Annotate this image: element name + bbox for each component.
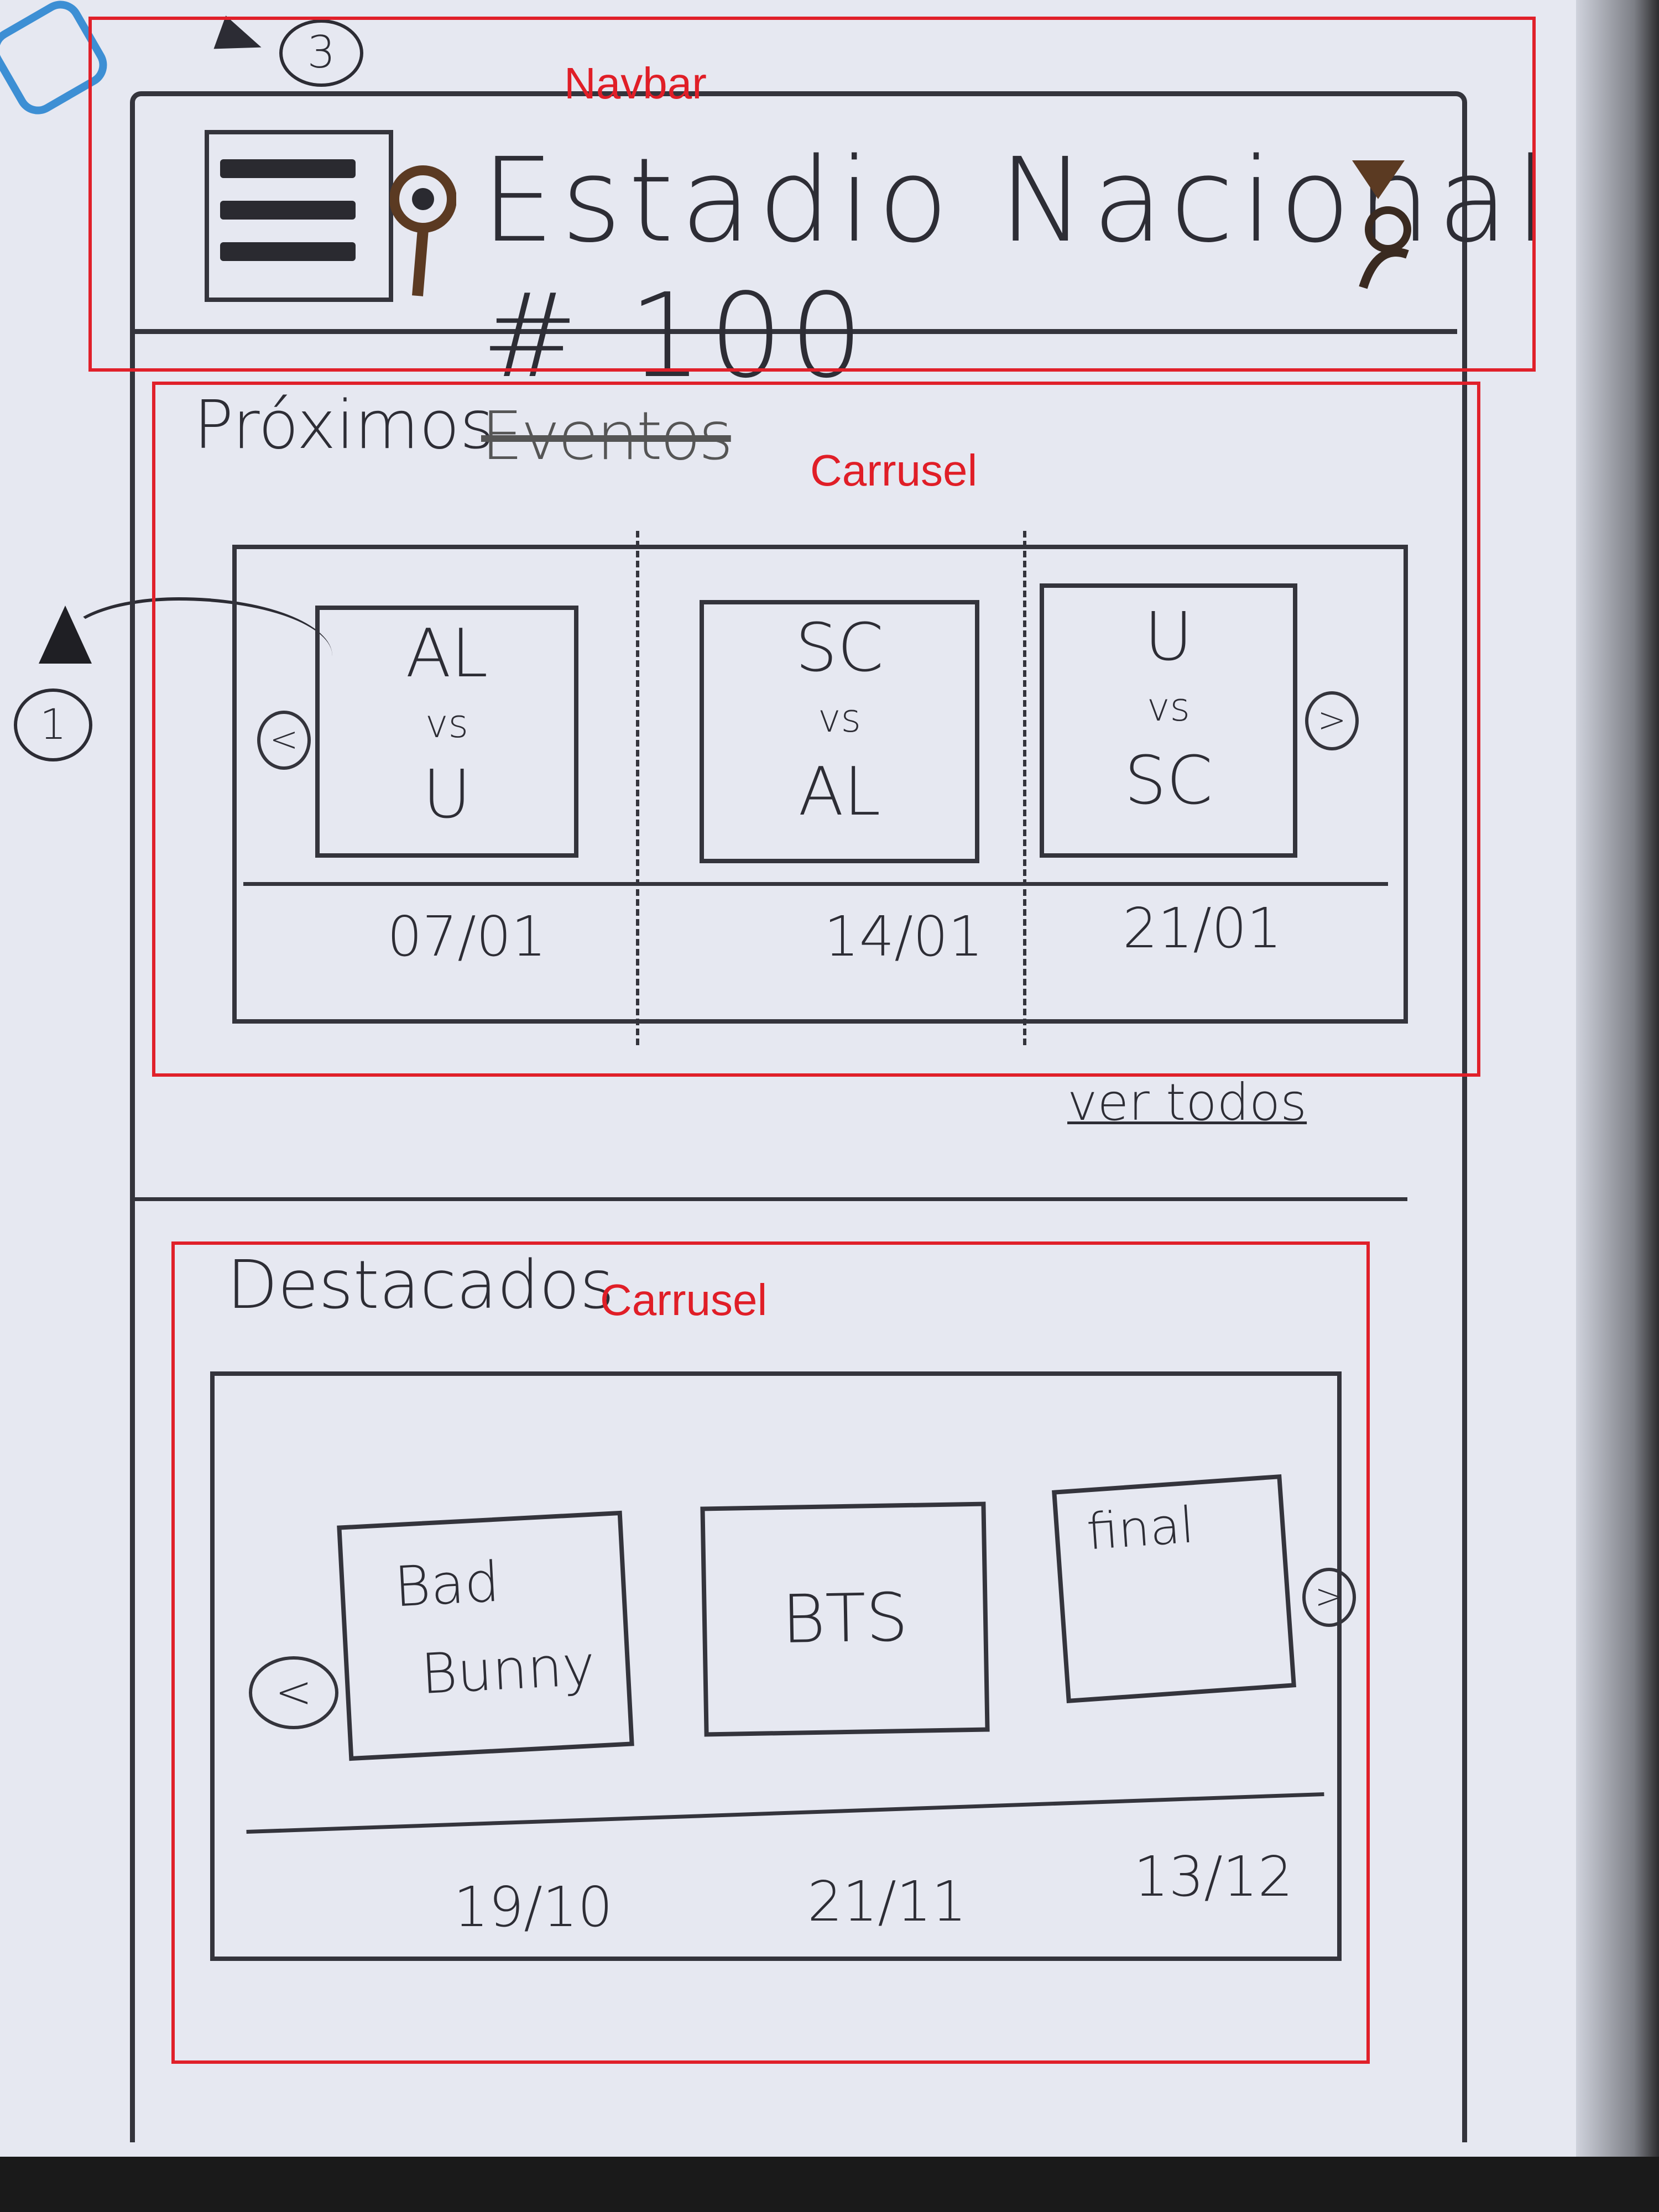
menu-button[interactable] [205,130,393,302]
ver-todos-link[interactable]: ver todos [1067,1073,1307,1132]
vs-label: vs [425,701,468,747]
annotation-arrow-1 [39,606,92,664]
event-date: 14/01 [824,904,984,969]
user-avatar-icon[interactable] [1355,205,1416,293]
menu-icon [220,159,356,178]
paper-sketch [0,0,1626,2157]
highlight-date: 21/11 [807,1869,967,1934]
vs-label: vs [1147,685,1190,730]
caret-down-icon[interactable] [1349,158,1407,202]
carousel-annotation-box [171,1241,1370,2064]
carousel-annotation-label: Carrusel [810,446,978,495]
carousel-destacados [210,1371,1342,1961]
carousel-annotation-box [152,382,1480,1077]
team-away: U [422,757,471,833]
highlight-date: 13/12 [1134,1844,1293,1909]
annotation-connector-1 [64,597,332,700]
team-home: U [1144,599,1193,676]
section-title-destacados: Destacados [227,1247,614,1324]
navbar-annotation-box [88,17,1536,372]
menu-icon-bar [220,242,356,261]
carousel-next-button[interactable]: > [1302,1568,1356,1627]
event-date: 07/01 [387,904,547,969]
struck-text: Eventos [481,398,733,475]
section-title-proximos: Próximos [194,387,494,464]
team-away: AL [798,754,881,831]
team-home: AL [405,615,488,692]
carousel-proximos [232,545,1408,1024]
carousel-annotation-label: Carrusel [600,1275,768,1324]
paper-edge [1576,0,1659,2157]
date-rail [243,882,1388,886]
event-card[interactable]: U vs SC [1040,583,1297,858]
annotation-marker-1: 1 [14,688,92,761]
location-pin-icon [390,165,456,296]
vs-label: vs [818,696,861,741]
event-date: 21/01 [1123,896,1282,961]
carousel-prev-button[interactable]: < [249,1656,338,1729]
event-card[interactable]: SC vs AL [700,600,979,863]
event-card[interactable]: AL vs U [315,606,578,858]
carousel-prev-button[interactable]: < [257,711,311,770]
navbar-annotation-label: Navbar [564,59,707,108]
section-divider [130,1197,1407,1201]
card-separator [1023,531,1026,1045]
navbar-title: Estadio Nacional # 100 [481,133,1554,404]
annotation-marker-3: 3 [279,19,363,87]
team-away: SC [1124,743,1213,820]
menu-icon-bar [220,201,356,220]
navbar-divider [130,329,1457,334]
card-separator [636,531,639,1045]
highlight-date: 19/10 [453,1875,613,1939]
carousel-next-button[interactable]: > [1305,691,1359,750]
team-home: SC [795,610,884,687]
phone-frame [130,91,1467,2142]
